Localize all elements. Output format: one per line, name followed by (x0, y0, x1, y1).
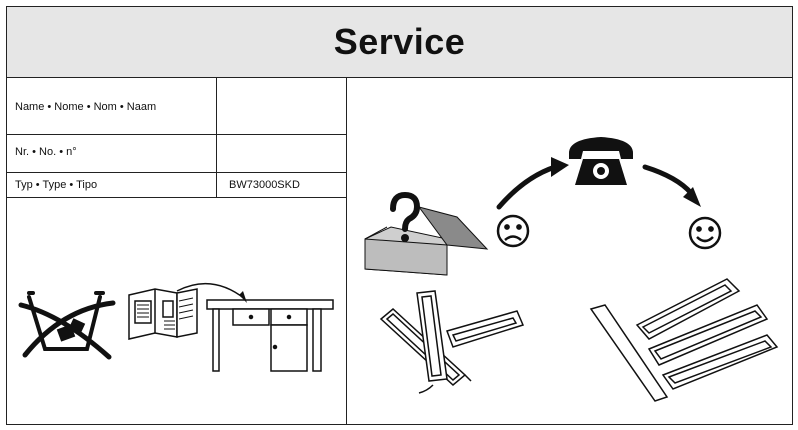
number-row: Nr. • No. • n° (7, 135, 346, 173)
type-field[interactable]: BW73000SKD (216, 173, 346, 197)
sad-face-icon (496, 214, 530, 248)
manual-book-icon (128, 288, 198, 340)
number-field[interactable] (216, 135, 346, 172)
type-label: Typ • Type • Tipo (15, 179, 98, 191)
arrow-icon (176, 282, 247, 303)
happy-face-icon (688, 216, 722, 250)
arrow-head (683, 187, 701, 207)
type-row: Typ • Type • Tipo BW73000SKD (7, 173, 346, 198)
arrow-head (551, 157, 569, 177)
desk-drawer-icon (206, 299, 334, 372)
question-mark-icon (390, 191, 421, 242)
number-label: Nr. • No. • n° (15, 146, 77, 158)
type-value: BW73000SKD (229, 179, 300, 191)
header-bar: Service (7, 7, 792, 78)
column-divider (346, 78, 347, 424)
name-field[interactable] (216, 78, 346, 134)
open-box-icon (364, 206, 489, 276)
assembled-part-icon (589, 278, 779, 402)
keep-manual-illustration (18, 282, 334, 372)
arrow-icon (496, 164, 694, 210)
service-frame: Service Name • Nome • Nom • Naam Nr. • N… (6, 6, 793, 425)
name-label: Name • Nome • Nom • Naam (15, 101, 157, 113)
crossed-out-bin-icon (18, 291, 116, 360)
page-title: Service (333, 21, 466, 62)
telephone-icon (569, 137, 633, 185)
broken-part-icon (379, 290, 525, 394)
service-call-illustration (364, 137, 779, 402)
name-row: Name • Nome • Nom • Naam (7, 78, 346, 135)
